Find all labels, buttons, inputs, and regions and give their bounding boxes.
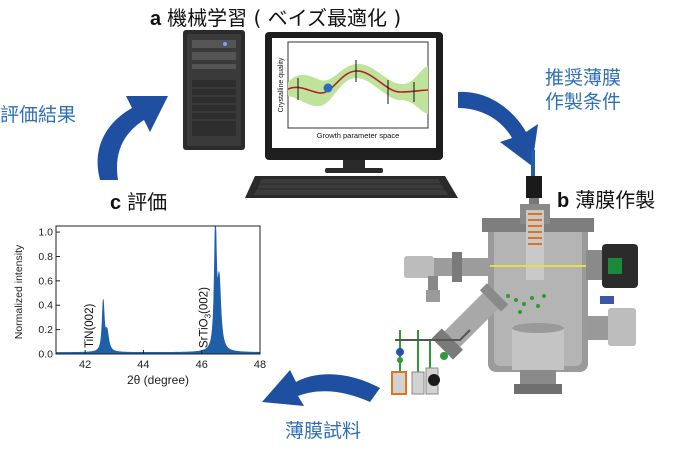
panel-c-label: 評価 — [127, 190, 168, 214]
y-axis-label: Normalized intensity — [13, 244, 25, 339]
panel-a-label: 機械学習 ( ベイズ最適化 ) — [167, 6, 402, 30]
recommended-conditions-label: 推奨薄膜 作製条件 — [545, 66, 621, 114]
panel-c-letter: c — [110, 192, 122, 214]
monitor-plot: Growth parameter space Crystalline quali… — [278, 41, 429, 140]
y-tick-label: 0.6 — [38, 275, 53, 287]
x-tick-label: 44 — [137, 359, 149, 371]
arrow-to-evaluation — [262, 370, 380, 406]
y-tick-label: 0.0 — [38, 349, 53, 361]
x-tick-label: 48 — [254, 359, 266, 371]
thin-film-sample-label: 薄膜試料 — [285, 420, 362, 442]
x-tick-label: 46 — [196, 359, 208, 371]
x-axis-label: 2θ (degree) — [127, 373, 189, 387]
recommended-line-1: 推奨薄膜 — [545, 67, 622, 89]
xrd-plot-frame — [55, 225, 261, 355]
recommended-line-2: 作製条件 — [545, 91, 622, 113]
evaluation-result-label: 評価結果 — [0, 104, 77, 126]
monitor-plot-ylabel: Crystalline quality — [278, 57, 285, 112]
arrow-to-fabrication — [458, 91, 538, 166]
peak-annotation: SrTiO3(002) — [198, 287, 212, 348]
selected-point — [323, 83, 333, 93]
keyboard-icon — [245, 176, 458, 198]
panel-a-letter: a — [150, 8, 162, 30]
pc-tower-icon — [183, 30, 245, 150]
peak-annotation: TiN(002) — [84, 304, 96, 348]
y-tick-label: 0.8 — [38, 251, 53, 263]
y-tick-label: 0.2 — [38, 324, 53, 336]
monitor-plot-xlabel: Growth parameter space — [317, 131, 400, 140]
x-tick-label: 42 — [79, 359, 91, 371]
panel-b-label: 薄膜作製 — [575, 188, 656, 212]
arrow-to-machine-learning — [97, 96, 168, 180]
panel-b-letter: b — [557, 190, 570, 212]
uncertainty-band — [288, 63, 428, 114]
y-tick-label: 1.0 — [38, 227, 53, 239]
xrd-intensity-area — [55, 225, 261, 355]
y-tick-label: 0.4 — [38, 300, 53, 312]
